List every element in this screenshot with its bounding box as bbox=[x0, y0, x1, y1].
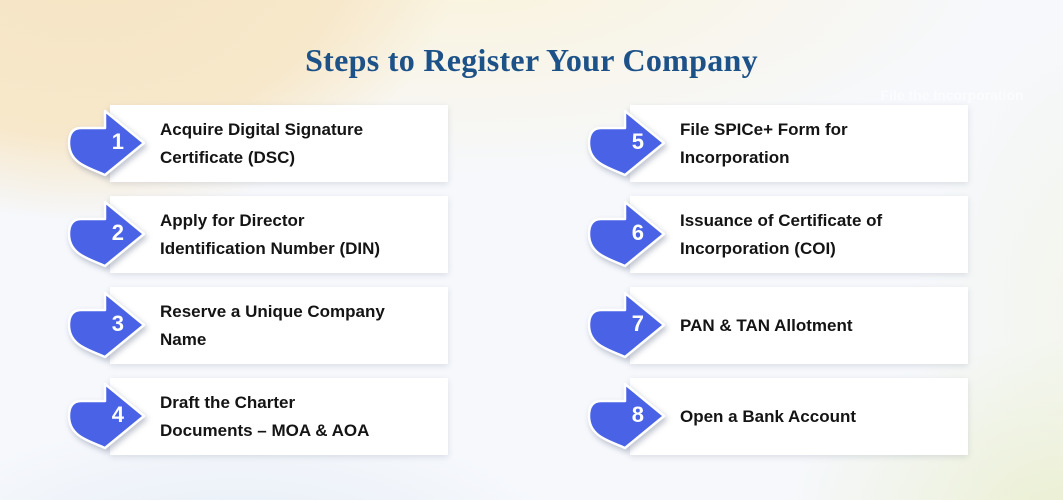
step-card: Open a Bank Account bbox=[630, 378, 968, 455]
step-number: 5 bbox=[631, 128, 645, 154]
step-label: PAN & TAN Allotment bbox=[680, 315, 853, 335]
step-label: Open a Bank Account bbox=[680, 406, 857, 426]
page-title: Steps to Register Your Company bbox=[305, 42, 758, 78]
step-item-5: File SPICe+ Form for Incorporation 5 bbox=[587, 105, 968, 182]
step-item-2: Apply for Director Identification Number… bbox=[67, 196, 448, 273]
step-card: Draft the Charter Documents – MOA & AOA bbox=[110, 378, 448, 455]
arrow-right-icon bbox=[67, 382, 146, 450]
step-number: 1 bbox=[111, 128, 125, 154]
step-arrow-badge: 6 bbox=[587, 200, 666, 268]
step-number: 3 bbox=[111, 310, 125, 336]
step-item-4: Draft the Charter Documents – MOA & AOA … bbox=[67, 378, 448, 455]
arrow-right-icon bbox=[587, 382, 666, 450]
step-arrow-badge: 2 bbox=[67, 200, 146, 268]
step-arrow-badge: 5 bbox=[587, 109, 666, 177]
step-label: Issuance of Certificate of Incorporation… bbox=[680, 210, 883, 258]
arrow-right-icon bbox=[67, 200, 146, 268]
step-item-1: Acquire Digital Signature Certificate (D… bbox=[67, 105, 448, 182]
arrow-right-icon bbox=[67, 109, 146, 177]
step-arrow-badge: 7 bbox=[587, 291, 666, 359]
step-item-6: Issuance of Certificate of Incorporation… bbox=[587, 196, 968, 273]
step-number: 6 bbox=[631, 219, 645, 245]
step-arrow-badge: 1 bbox=[67, 109, 146, 177]
step-arrow-badge: 4 bbox=[67, 382, 146, 450]
arrow-right-icon bbox=[67, 291, 146, 359]
step-card: Acquire Digital Signature Certificate (D… bbox=[110, 105, 448, 182]
step-number: 4 bbox=[111, 401, 125, 427]
step-label: Acquire Digital Signature Certificate (D… bbox=[160, 119, 364, 167]
step-card: Reserve a Unique Company Name bbox=[110, 287, 448, 364]
step-card: PAN & TAN Allotment bbox=[630, 287, 968, 364]
step-arrow-badge: 3 bbox=[67, 291, 146, 359]
step-label: File SPICe+ Form for Incorporation bbox=[680, 119, 848, 167]
arrow-right-icon bbox=[587, 291, 666, 359]
step-card: File SPICe+ Form for Incorporation bbox=[630, 105, 968, 182]
step-card: Apply for Director Identification Number… bbox=[110, 196, 448, 273]
step-number: 8 bbox=[631, 401, 645, 427]
step-card: Issuance of Certificate of Incorporation… bbox=[630, 196, 968, 273]
step-label: Draft the Charter Documents – MOA & AOA bbox=[160, 392, 370, 440]
step-number: 7 bbox=[631, 310, 645, 336]
step-item-7: PAN & TAN Allotment 7 bbox=[587, 287, 968, 364]
step-item-3: Reserve a Unique Company Name 3 bbox=[67, 287, 448, 364]
watermark-text: File the Incorporation bbox=[880, 87, 1024, 103]
step-arrow-badge: 8 bbox=[587, 382, 666, 450]
step-item-8: Open a Bank Account 8 bbox=[587, 378, 968, 455]
arrow-right-icon bbox=[587, 200, 666, 268]
step-number: 2 bbox=[111, 219, 125, 245]
arrow-right-icon bbox=[587, 109, 666, 177]
step-label: Reserve a Unique Company Name bbox=[160, 301, 385, 349]
step-label: Apply for Director Identification Number… bbox=[160, 210, 381, 258]
